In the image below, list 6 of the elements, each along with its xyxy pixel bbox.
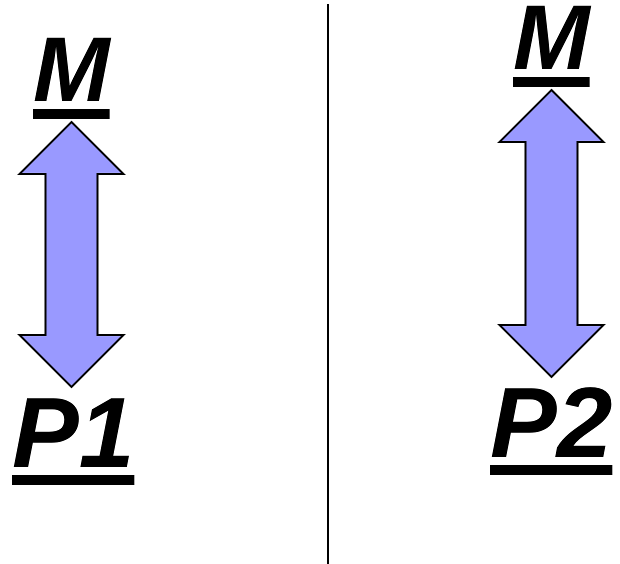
node-label: M bbox=[513, 0, 590, 84]
double-arrow bbox=[497, 88, 606, 378]
node-label: P1 bbox=[12, 383, 134, 483]
node-label: M bbox=[33, 24, 110, 116]
node-label: P2 bbox=[490, 373, 612, 473]
double-arrow bbox=[17, 120, 126, 388]
